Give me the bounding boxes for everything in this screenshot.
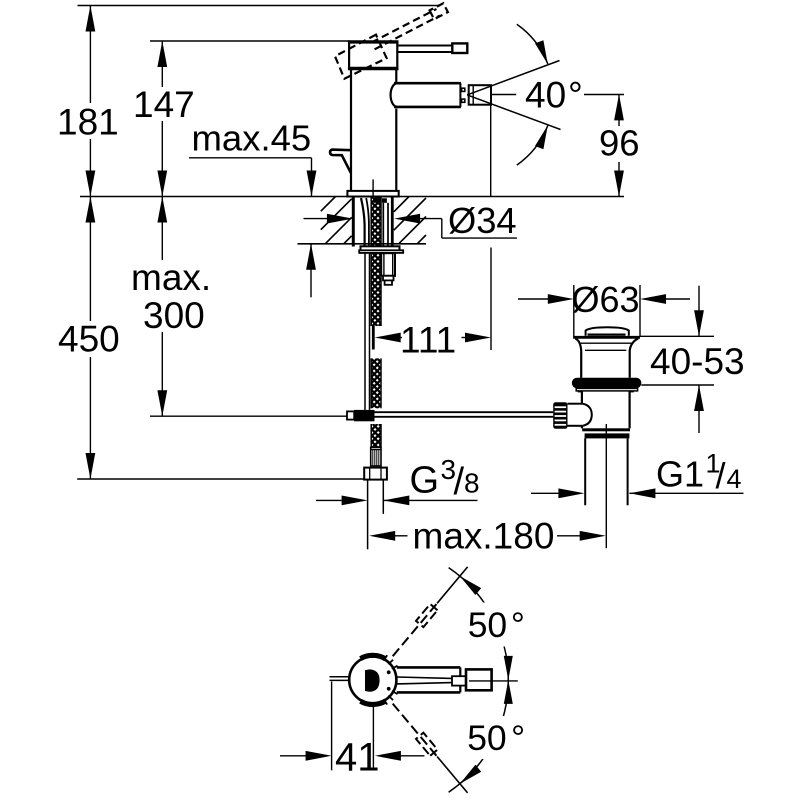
svg-text:147: 147	[133, 84, 195, 125]
svg-text:300: 300	[143, 295, 205, 336]
svg-text:40-53: 40-53	[650, 341, 745, 382]
svg-text:Ø34: Ø34	[448, 200, 517, 241]
svg-text:41: 41	[335, 736, 380, 780]
svg-text:3: 3	[441, 454, 457, 485]
svg-text:°: °	[511, 605, 525, 645]
svg-text:°: °	[568, 75, 583, 116]
svg-text:max.180: max.180	[413, 516, 555, 557]
svg-text:/: /	[716, 455, 726, 496]
svg-text:max.45: max.45	[192, 118, 312, 159]
svg-text:/: /	[454, 461, 465, 503]
svg-text:1: 1	[706, 448, 721, 478]
svg-text:4: 4	[727, 464, 742, 494]
svg-text:111: 111	[400, 320, 456, 361]
svg-text:96: 96	[599, 123, 640, 164]
svg-text:max.: max.	[131, 257, 211, 298]
svg-text:G1: G1	[656, 454, 704, 495]
svg-text:Ø63: Ø63	[572, 279, 640, 320]
svg-text:50: 50	[467, 718, 507, 758]
svg-text:40: 40	[525, 75, 566, 116]
svg-text:181: 181	[57, 102, 119, 143]
svg-text:50: 50	[468, 605, 508, 645]
svg-text:G: G	[410, 460, 440, 502]
svg-text:8: 8	[464, 468, 480, 499]
svg-text:450: 450	[58, 319, 120, 360]
svg-text:°: °	[511, 718, 525, 758]
